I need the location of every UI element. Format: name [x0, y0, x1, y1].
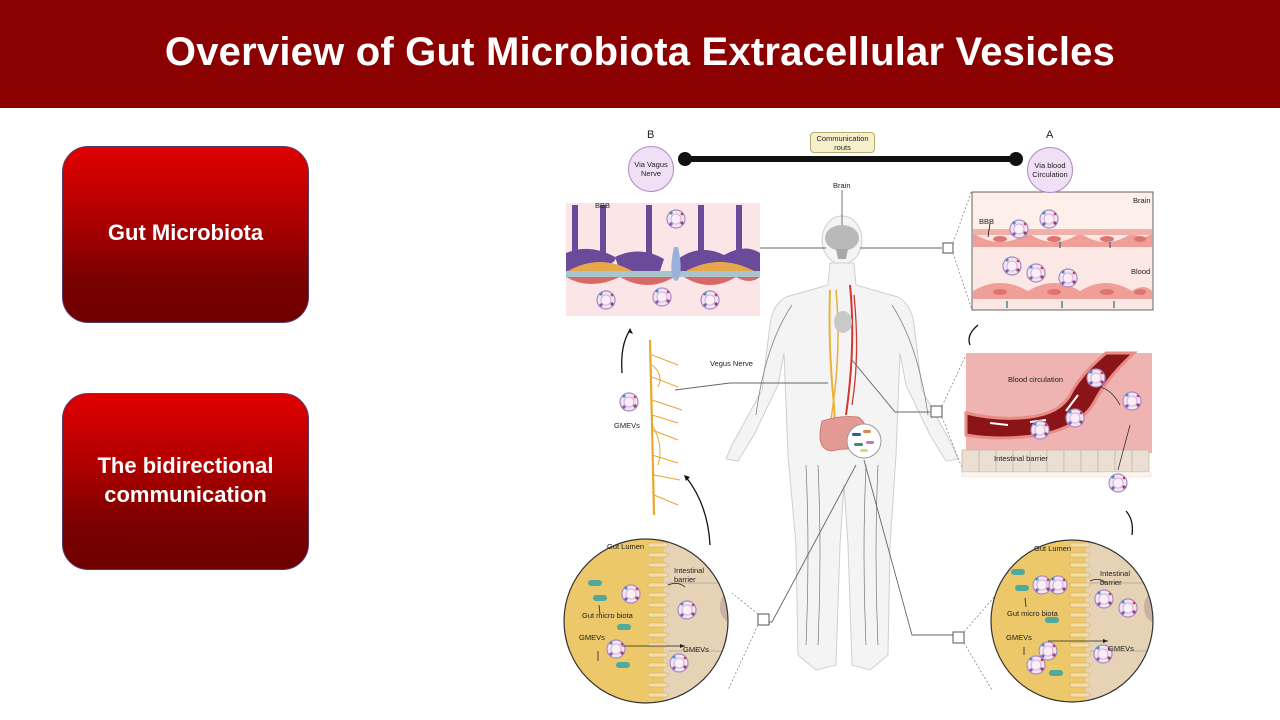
gmevs-label-left: GMEVs: [614, 421, 640, 430]
intestinal-barrier-label-line2: barrier: [674, 575, 696, 584]
gmevs-right-label: GMEVs: [1108, 644, 1134, 653]
route-a-letter: A: [1046, 129, 1054, 141]
route-b-letter: B: [647, 129, 655, 141]
topic-box-label-line1: The bidirectional: [97, 452, 274, 478]
gmevs-left-label: GMEVs: [1006, 633, 1032, 642]
routes-line2: routs: [834, 143, 851, 152]
route-a-via-blood-circulation[interactable]: Via blood Circulation: [1027, 147, 1073, 193]
bbb-right-label: BBB: [979, 217, 995, 226]
intestinal-barrier-label-line1: Intestinal: [1100, 569, 1131, 578]
route-b-line1: Via Vagus: [634, 160, 668, 169]
route-a-line1: Via blood: [1034, 161, 1066, 170]
gmevs-left-label: GMEVs: [579, 633, 605, 642]
topic-box-label-line2: communication: [104, 481, 267, 507]
topic-box-label: Gut Microbiota: [107, 220, 264, 245]
routes-line1: Communication: [816, 134, 869, 143]
intestinal-barrier-label-line2: barrier: [1100, 578, 1122, 587]
brain-panel-label: Brain: [1133, 196, 1151, 205]
slide-title: Overview of Gut Microbiota Extracellular…: [164, 29, 1116, 74]
blood-panel-label: Blood: [1131, 267, 1151, 276]
figure-illustration: [563, 152, 1154, 704]
brain-label: Brain: [833, 181, 851, 190]
gut-micro-biota-label: Gut micro biota: [582, 611, 633, 620]
blood-circulation-label: Blood circulation: [1008, 375, 1064, 384]
topic-box-bidirectional-communication[interactable]: The bidirectional communication: [62, 393, 309, 570]
topic-box-gut-microbiota[interactable]: Gut Microbiota: [62, 146, 309, 323]
communication-routes-label: Communication routs: [810, 132, 875, 153]
intestinal-barrier-label-line1: Intestinal: [674, 566, 705, 575]
gut-brain-axis-figure: B Via Vagus Nerve A Via blood Circulatio…: [560, 125, 1160, 715]
vagus-nerve-label: Vegus Nerve: [710, 359, 753, 368]
route-b-via-vagus-nerve[interactable]: Via Vagus Nerve: [628, 146, 674, 192]
title-bar: Overview of Gut Microbiota Extracellular…: [0, 0, 1280, 108]
route-b-line2: Nerve: [640, 169, 661, 178]
gmevs-right-label: GMEVs: [683, 645, 709, 654]
intestinal-barrier-panel-label: Intestinal barrier: [994, 454, 1048, 463]
route-a-line2: Circulation: [1032, 170, 1068, 179]
gut-lumen-label: Gut Lumen: [607, 542, 645, 551]
bbb-left-label: BBB: [595, 201, 611, 210]
gut-micro-biota-label: Gut micro biota: [1007, 609, 1058, 618]
gut-lumen-label: Gut Lumen: [1034, 544, 1072, 553]
